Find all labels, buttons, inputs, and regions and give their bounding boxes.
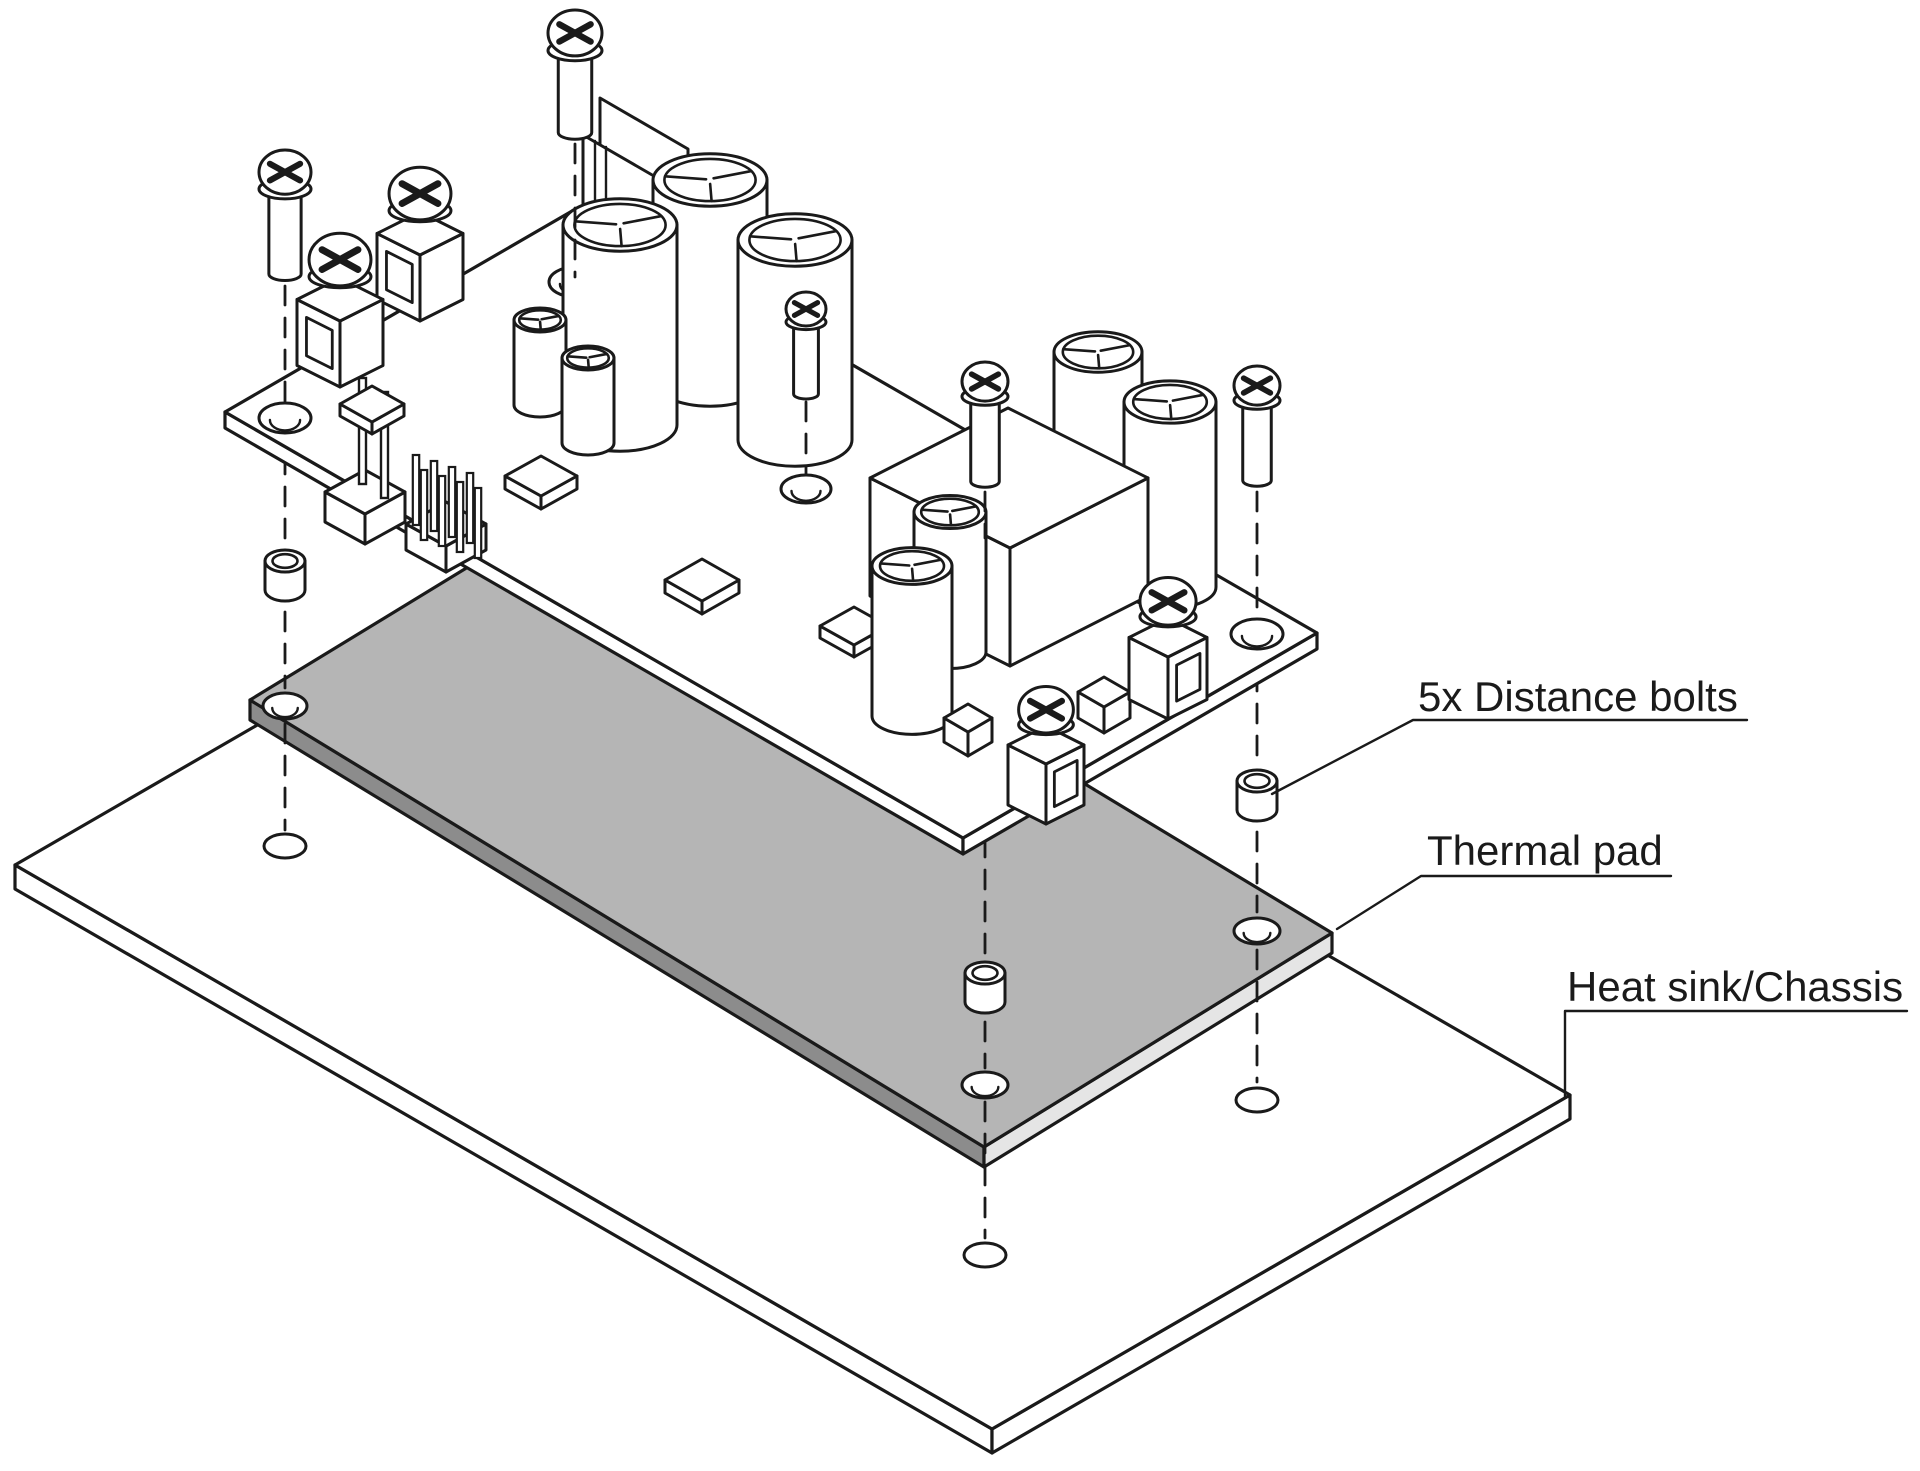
machine-screw [1232,364,1282,488]
callout-heat-sink-label: Heat sink/Chassis [1567,963,1903,1010]
two-pin-connector [323,376,407,546]
capacitor [512,306,568,419]
distance-bolt [1235,768,1279,823]
callout-labels: 5x Distance bolts Thermal pad Heat sink/… [1418,673,1903,1010]
machine-screw [960,360,1010,489]
machine-screw [784,290,828,401]
capacitor [870,546,954,736]
small-component-cubes [942,675,1132,758]
pin-header [404,453,488,574]
diagram-artwork [13,8,1909,1455]
screw-terminal-clamp [1006,684,1086,826]
screw-axis-dashed-lines [283,142,1259,620]
capacitor [560,344,616,457]
machine-screw [546,8,604,141]
screw-terminal-clamp [295,231,385,389]
machine-screw [257,148,313,282]
thermal-pad [248,487,1334,1169]
callout-leader-lines [1270,718,1909,1100]
distance-bolt [263,548,307,603]
alignment-dashed-lines [283,453,1259,1240]
callout-distance-bolts-label: 5x Distance bolts [1418,673,1738,720]
screw-terminal-clamp [375,165,465,323]
distance-bolt [963,960,1007,1015]
screw-terminal-clamp [1127,575,1209,721]
callout-thermal-pad-label: Thermal pad [1427,827,1663,874]
